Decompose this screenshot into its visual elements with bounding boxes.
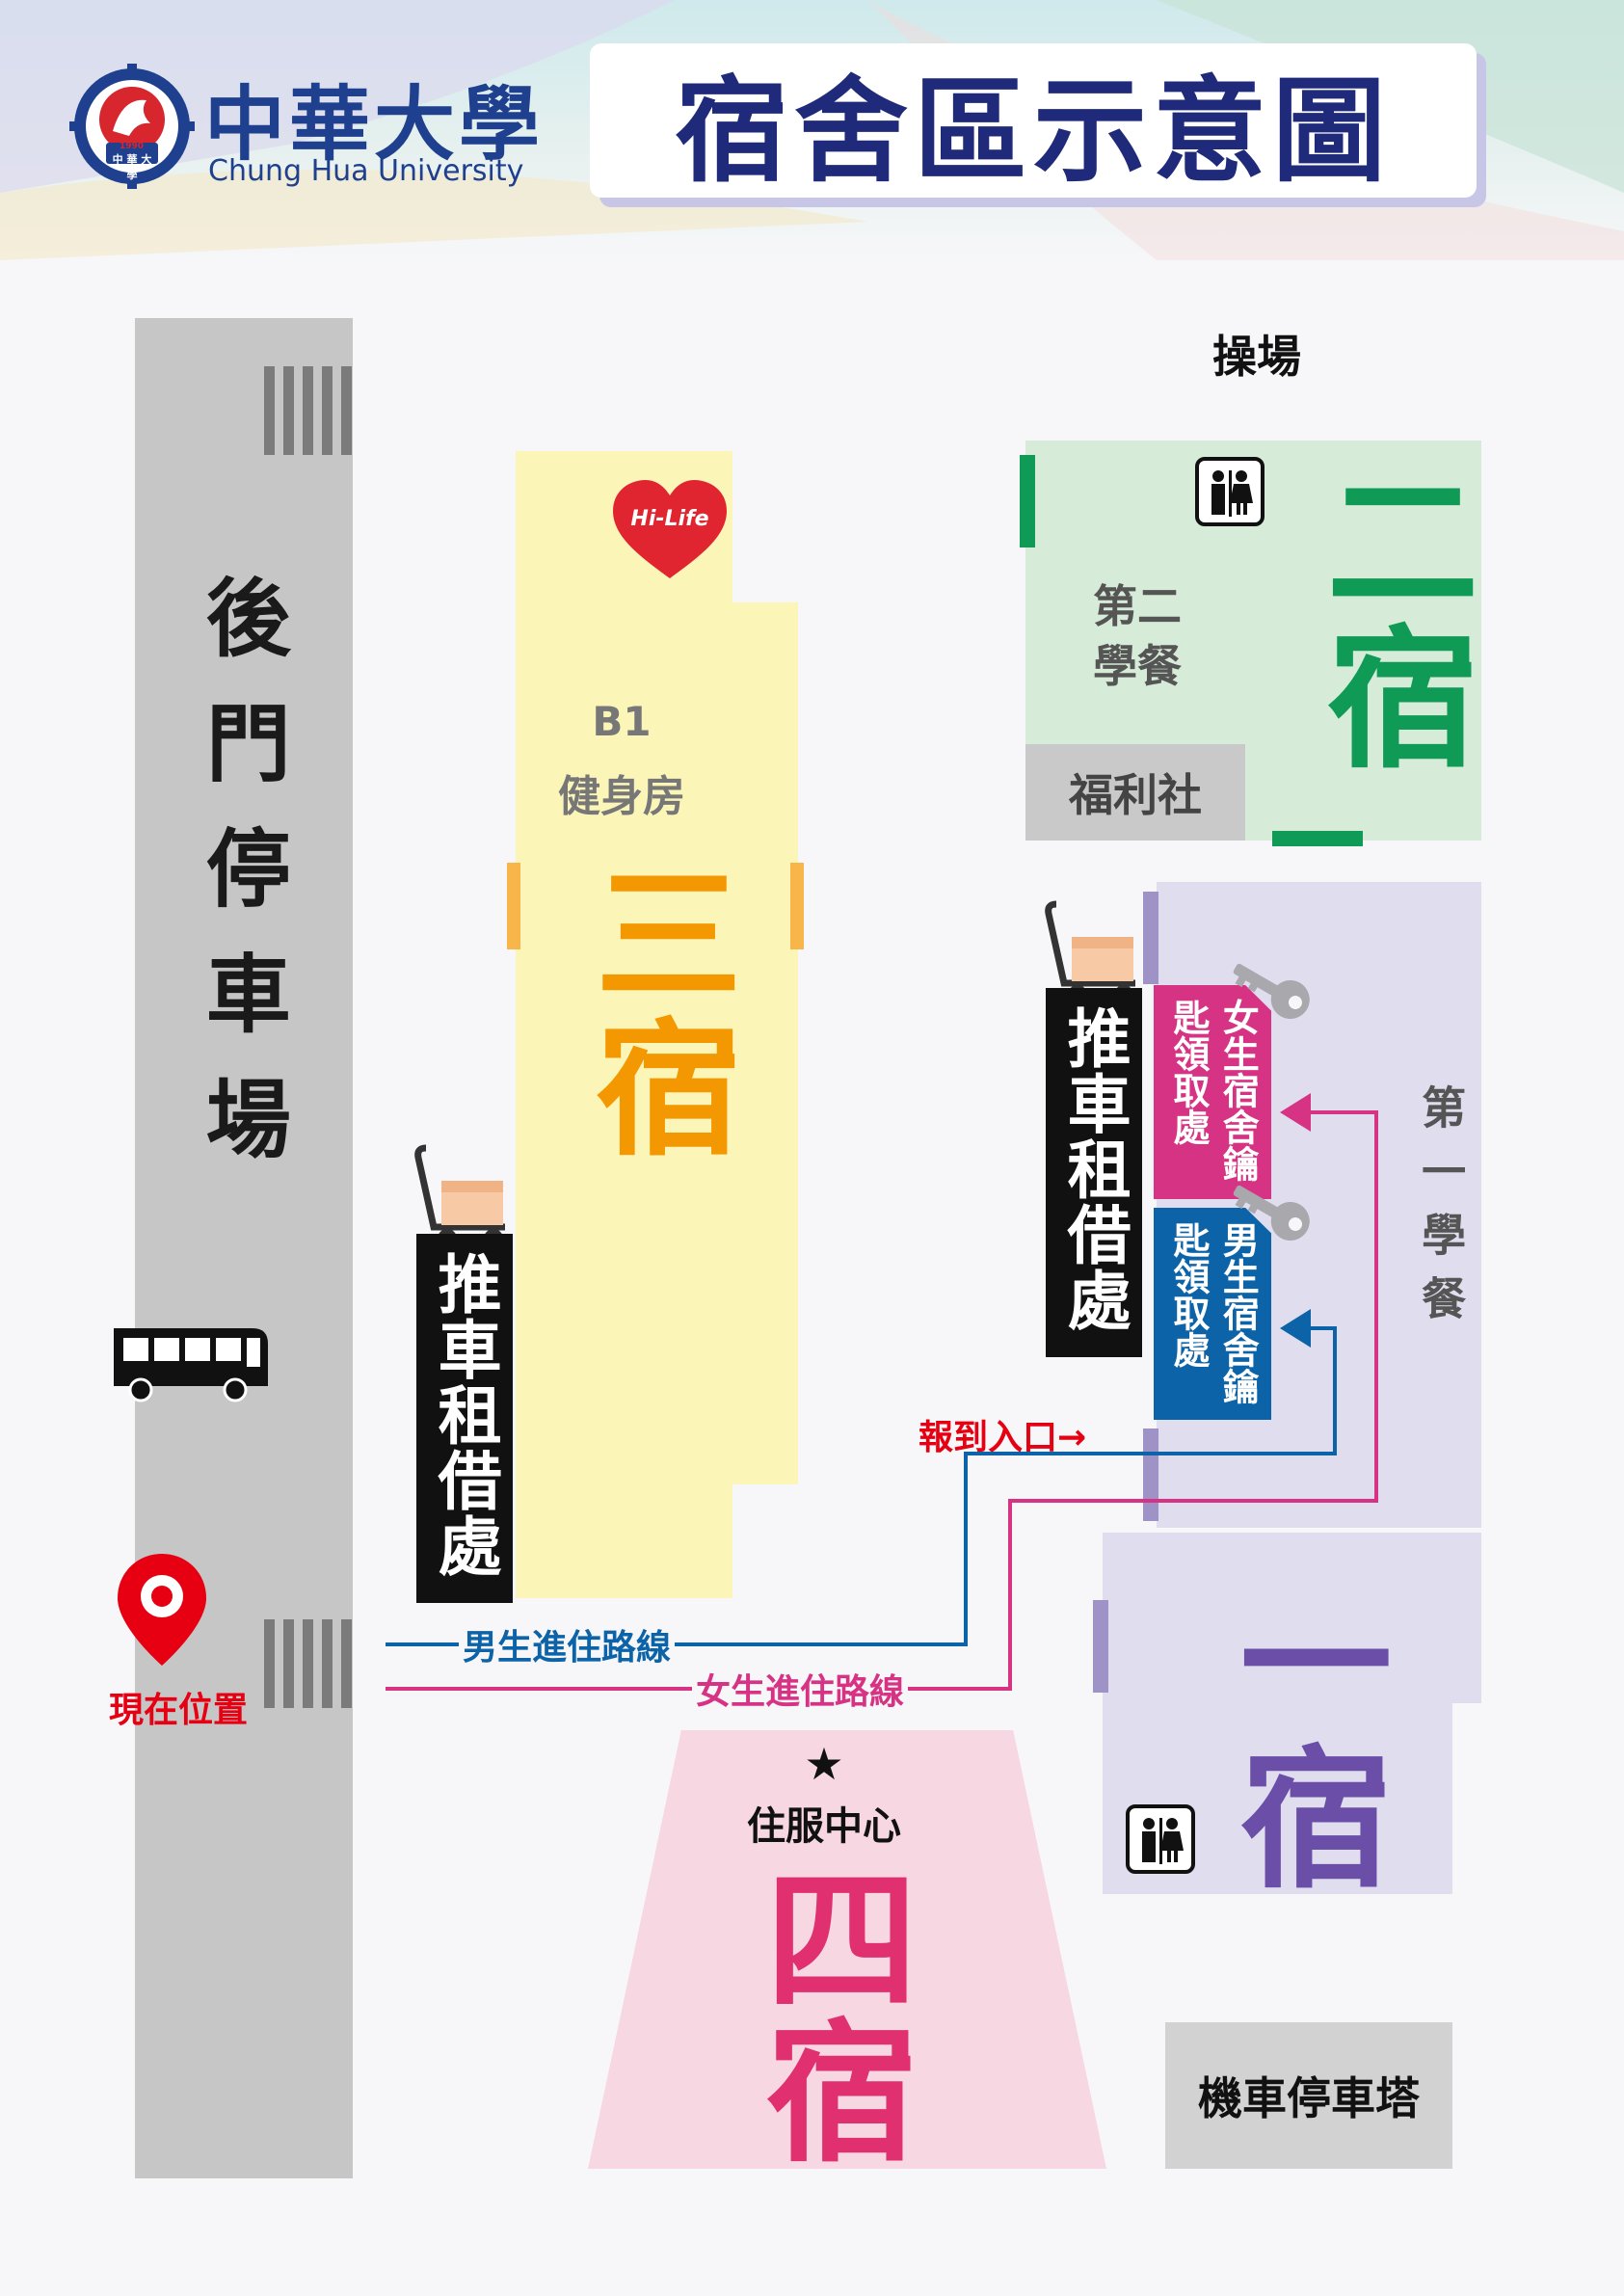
cart-rental-left-text: 推車租借處: [427, 1251, 502, 1579]
hi-life-text: Hi-Life: [630, 507, 709, 531]
dorm2-door-bottom: [1272, 831, 1363, 846]
dorm3-door-right: [790, 863, 804, 949]
restroom-icon-dorm2: [1195, 457, 1265, 526]
page-title: 宿舍區示意圖: [674, 64, 1392, 198]
cart-rental-right-text: 推車租借處: [1056, 1005, 1131, 1333]
current-location-label: 現在位置: [108, 1691, 248, 1730]
dorm1-door-1: [1143, 892, 1158, 984]
dorm3-door-left: [507, 863, 520, 949]
male-key-pickup: 男生宿舍鑰匙領取處: [1167, 1221, 1260, 1404]
dorm4-name: 四宿: [738, 1860, 917, 2165]
back-parking-road: [135, 318, 353, 2178]
key-icon-male: [1222, 1171, 1318, 1248]
bus-icon: [108, 1322, 272, 1403]
dorm2-shop-box: 福利社: [1025, 744, 1245, 841]
restroom-icon-dorm1: [1126, 1804, 1195, 1874]
page-title-box: 宿舍區示意圖: [590, 43, 1477, 198]
cart-icon-right: [1043, 898, 1149, 1009]
dorm1-canteen-box: 第一學餐: [1388, 1084, 1494, 1339]
back-parking-text: 後門停車場: [192, 574, 292, 1200]
back-parking-label: 後門停車場: [188, 574, 294, 1200]
dorm4-service-center: 住服中心: [747, 1804, 901, 1849]
logo-text: 中 華 大 學: [112, 153, 152, 181]
dorm2-name-box: 二宿: [1299, 463, 1478, 775]
crosswalk-top: [262, 366, 378, 455]
dorm1-name: 一宿: [1212, 1583, 1391, 1895]
motorcycle-tower: 機車停車塔: [1198, 2072, 1420, 2124]
hi-life-logo: Hi-Life: [609, 478, 731, 582]
dorm2-shop: 福利社: [1069, 769, 1202, 821]
dorm1-door-3: [1093, 1600, 1108, 1693]
location-pin-icon: [114, 1550, 210, 1669]
dorm3-gym: 健身房: [558, 772, 685, 821]
female-key-pickup: 女生宿舍鑰匙領取處: [1167, 999, 1260, 1182]
logo-year: 1990: [120, 142, 145, 151]
cart-rental-right: 推車租借處: [1046, 988, 1142, 1357]
dorm3-gym-floor: B1: [592, 698, 652, 745]
dorm2-name: 二宿: [1299, 463, 1478, 775]
dorm4-building: [588, 1730, 1106, 2169]
male-route-label: 男生進住路線: [459, 1619, 676, 1669]
crosswalk-bottom: [262, 1619, 378, 1708]
dorm2-door-left: [1020, 455, 1035, 547]
cart-rental-left: 推車租借處: [416, 1234, 513, 1603]
playground-label: 操場: [1212, 331, 1301, 383]
dorm3-name-box: 三宿: [570, 858, 741, 1166]
university-logo: 1990 中 華 大 學: [69, 64, 195, 189]
university-name-zh: 中華大學: [204, 76, 545, 172]
dorm2-canteen: 第二學餐: [1079, 576, 1195, 696]
star-icon: ★: [804, 1738, 844, 1790]
motorcycle-tower-box: 機車停車塔: [1165, 2022, 1452, 2169]
female-route-label: 女生進住路線: [692, 1664, 909, 1714]
checkin-entrance-label: 報到入口→: [918, 1418, 1087, 1457]
key-icon-female: [1222, 949, 1318, 1027]
dorm2-canteen-text: 第二學餐: [1093, 580, 1182, 693]
dorm1-name-box: 一宿: [1212, 1583, 1391, 1895]
dorm1-canteen: 第一學餐: [1415, 1084, 1468, 1339]
dorm3-name: 三宿: [570, 858, 741, 1166]
university-name-en: Chung Hua University: [208, 154, 524, 188]
dorm1-door-2: [1143, 1428, 1158, 1521]
dorm4-name-box: 四宿: [738, 1860, 917, 2165]
